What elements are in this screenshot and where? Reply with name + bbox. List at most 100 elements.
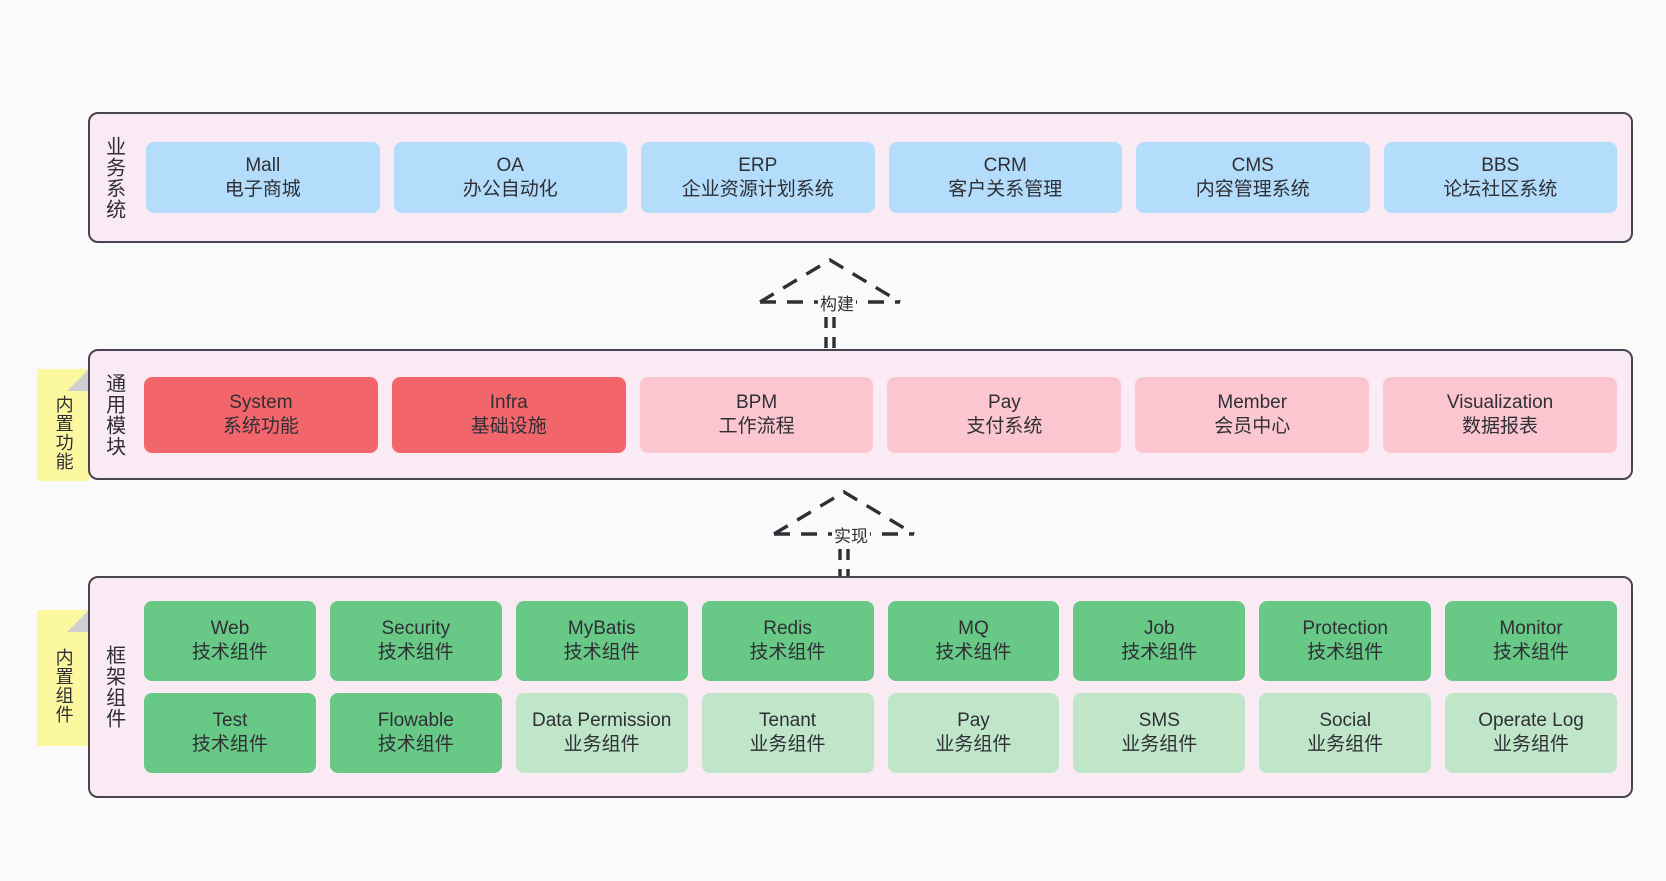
card-monitor[interactable]: Monitor 技术组件 xyxy=(1445,601,1617,681)
card-subtitle: 内容管理系统 xyxy=(1195,178,1310,200)
note-builtin-function: 内置功能 xyxy=(37,369,89,481)
layer-title-common: 通用模块 xyxy=(102,372,125,457)
card-title: Monitor xyxy=(1499,618,1563,640)
layer-title-business: 业务系统 xyxy=(102,135,125,220)
card-pay[interactable]: Pay 支付系统 xyxy=(887,376,1122,453)
layer-title-framework: 框架组件 xyxy=(102,645,125,729)
card-subtitle: 技术组件 xyxy=(749,642,826,663)
card-subtitle: 系统功能 xyxy=(222,415,299,437)
card-title: Flowable xyxy=(377,710,454,732)
card-subtitle: 论坛社区系统 xyxy=(1443,178,1558,200)
layer-business-cards: Mall 电子商城 OA 办公自动化 ERP 企业资源计划系统 CRM 客户关系… xyxy=(136,142,1631,213)
note-builtin-component: 内置组件 xyxy=(37,610,89,746)
card-subtitle: 技术组件 xyxy=(1121,642,1198,663)
card-title: Infra xyxy=(489,391,528,413)
card-row: System 系统功能 Infra 基础设施 BPM 工作流程 Pay 支付系统… xyxy=(144,376,1617,453)
card-social[interactable]: Social 业务组件 xyxy=(1259,693,1432,773)
card-job[interactable]: Job 技术组件 xyxy=(1073,601,1246,681)
card-title: Pay xyxy=(988,391,1021,413)
card-subtitle: 技术组件 xyxy=(377,642,454,663)
card-oa[interactable]: OA 办公自动化 xyxy=(393,142,627,213)
card-subtitle: 办公自动化 xyxy=(462,178,558,200)
card-subtitle: 业务组件 xyxy=(1493,734,1570,755)
card-tenant[interactable]: Tenant 业务组件 xyxy=(701,693,874,773)
card-title: Pay xyxy=(957,710,990,732)
card-subtitle: 技术组件 xyxy=(1493,642,1570,663)
card-erp[interactable]: ERP 企业资源计划系统 xyxy=(641,142,875,213)
card-cms[interactable]: CMS 内容管理系统 xyxy=(1136,142,1370,213)
card-mybatis[interactable]: MyBatis 技术组件 xyxy=(515,601,688,681)
card-system[interactable]: System 系统功能 xyxy=(144,376,378,453)
card-title: Security xyxy=(381,618,451,640)
card-title: MQ xyxy=(958,618,989,640)
card-mq[interactable]: MQ 技术组件 xyxy=(887,601,1060,681)
card-subtitle: 基础设施 xyxy=(470,415,547,437)
note-text: 内置功能 xyxy=(53,395,74,471)
card-crm[interactable]: CRM 客户关系管理 xyxy=(888,142,1122,213)
card-subtitle: 技术组件 xyxy=(377,734,454,755)
card-redis[interactable]: Redis 技术组件 xyxy=(701,601,874,681)
card-row: Test 技术组件 Flowable 技术组件 Data Permission … xyxy=(144,693,1617,773)
card-subtitle: 支付系统 xyxy=(966,415,1043,437)
card-subtitle: 数据报表 xyxy=(1462,415,1539,437)
card-bbs[interactable]: BBS 论坛社区系统 xyxy=(1383,142,1617,213)
card-flowable[interactable]: Flowable 技术组件 xyxy=(329,693,502,773)
card-title: Redis xyxy=(763,618,812,640)
card-bpm[interactable]: BPM 工作流程 xyxy=(639,376,874,453)
card-web[interactable]: Web 技术组件 xyxy=(144,601,316,681)
card-title: Mall xyxy=(245,154,281,176)
arrow-label-implement: 实现 xyxy=(832,522,870,547)
card-subtitle: 业务组件 xyxy=(563,734,640,755)
generalization-arrow-build: 构建 xyxy=(756,258,904,348)
card-subtitle: 技术组件 xyxy=(1307,642,1384,663)
card-pay-business[interactable]: Pay 业务组件 xyxy=(887,693,1060,773)
card-subtitle: 电子商城 xyxy=(224,178,301,200)
card-row: Mall 电子商城 OA 办公自动化 ERP 企业资源计划系统 CRM 客户关系… xyxy=(146,142,1617,213)
layer-common-module: 通用模块 System 系统功能 Infra 基础设施 BPM 工作流程 Pay… xyxy=(88,349,1633,480)
generalization-arrow-implement: 实现 xyxy=(770,490,918,580)
card-title: Protection xyxy=(1302,618,1388,640)
card-sms[interactable]: SMS 业务组件 xyxy=(1073,693,1246,773)
card-member[interactable]: Member 会员中心 xyxy=(1135,376,1370,453)
card-title: Visualization xyxy=(1446,391,1554,413)
card-title: Web xyxy=(210,618,250,640)
card-subtitle: 客户关系管理 xyxy=(948,178,1063,200)
layer-business-system: 业务系统 Mall 电子商城 OA 办公自动化 ERP 企业资源计划系统 CRM… xyxy=(88,112,1633,243)
card-subtitle: 工作流程 xyxy=(718,415,795,437)
card-title: Job xyxy=(1143,618,1175,640)
note-text: 内置组件 xyxy=(53,648,74,724)
card-subtitle: 业务组件 xyxy=(1121,734,1198,755)
card-subtitle: 技术组件 xyxy=(563,642,640,663)
card-title: OA xyxy=(496,154,524,176)
card-title: Data Permission xyxy=(531,710,672,732)
card-test[interactable]: Test 技术组件 xyxy=(144,693,316,773)
card-title: MyBatis xyxy=(567,618,636,640)
card-row: Web 技术组件 Security 技术组件 MyBatis 技术组件 Redi… xyxy=(144,601,1617,681)
card-title: Social xyxy=(1319,710,1372,732)
card-protection[interactable]: Protection 技术组件 xyxy=(1259,601,1432,681)
card-subtitle: 业务组件 xyxy=(749,734,826,755)
card-subtitle: 技术组件 xyxy=(191,734,268,755)
card-infra[interactable]: Infra 基础设施 xyxy=(391,376,626,453)
card-subtitle: 企业资源计划系统 xyxy=(681,178,834,200)
layer-framework-cards: Web 技术组件 Security 技术组件 MyBatis 技术组件 Redi… xyxy=(136,601,1631,773)
card-title: System xyxy=(229,391,293,413)
card-subtitle: 技术组件 xyxy=(191,642,268,663)
card-mall[interactable]: Mall 电子商城 xyxy=(146,142,380,213)
card-title: SMS xyxy=(1138,710,1180,732)
card-title: Tenant xyxy=(759,710,817,732)
card-data-permission[interactable]: Data Permission 业务组件 xyxy=(515,693,688,773)
card-subtitle: 会员中心 xyxy=(1214,415,1291,437)
card-subtitle: 技术组件 xyxy=(935,642,1012,663)
arrow-label-build: 构建 xyxy=(818,290,856,315)
card-title: BBS xyxy=(1481,154,1520,176)
card-visualization[interactable]: Visualization 数据报表 xyxy=(1383,376,1617,453)
card-subtitle: 业务组件 xyxy=(935,734,1012,755)
card-title: ERP xyxy=(738,154,778,176)
card-title: Member xyxy=(1217,391,1288,413)
card-operate-log[interactable]: Operate Log 业务组件 xyxy=(1445,693,1617,773)
card-title: Operate Log xyxy=(1478,710,1584,732)
card-security[interactable]: Security 技术组件 xyxy=(329,601,502,681)
layer-common-cards: System 系统功能 Infra 基础设施 BPM 工作流程 Pay 支付系统… xyxy=(136,376,1631,453)
